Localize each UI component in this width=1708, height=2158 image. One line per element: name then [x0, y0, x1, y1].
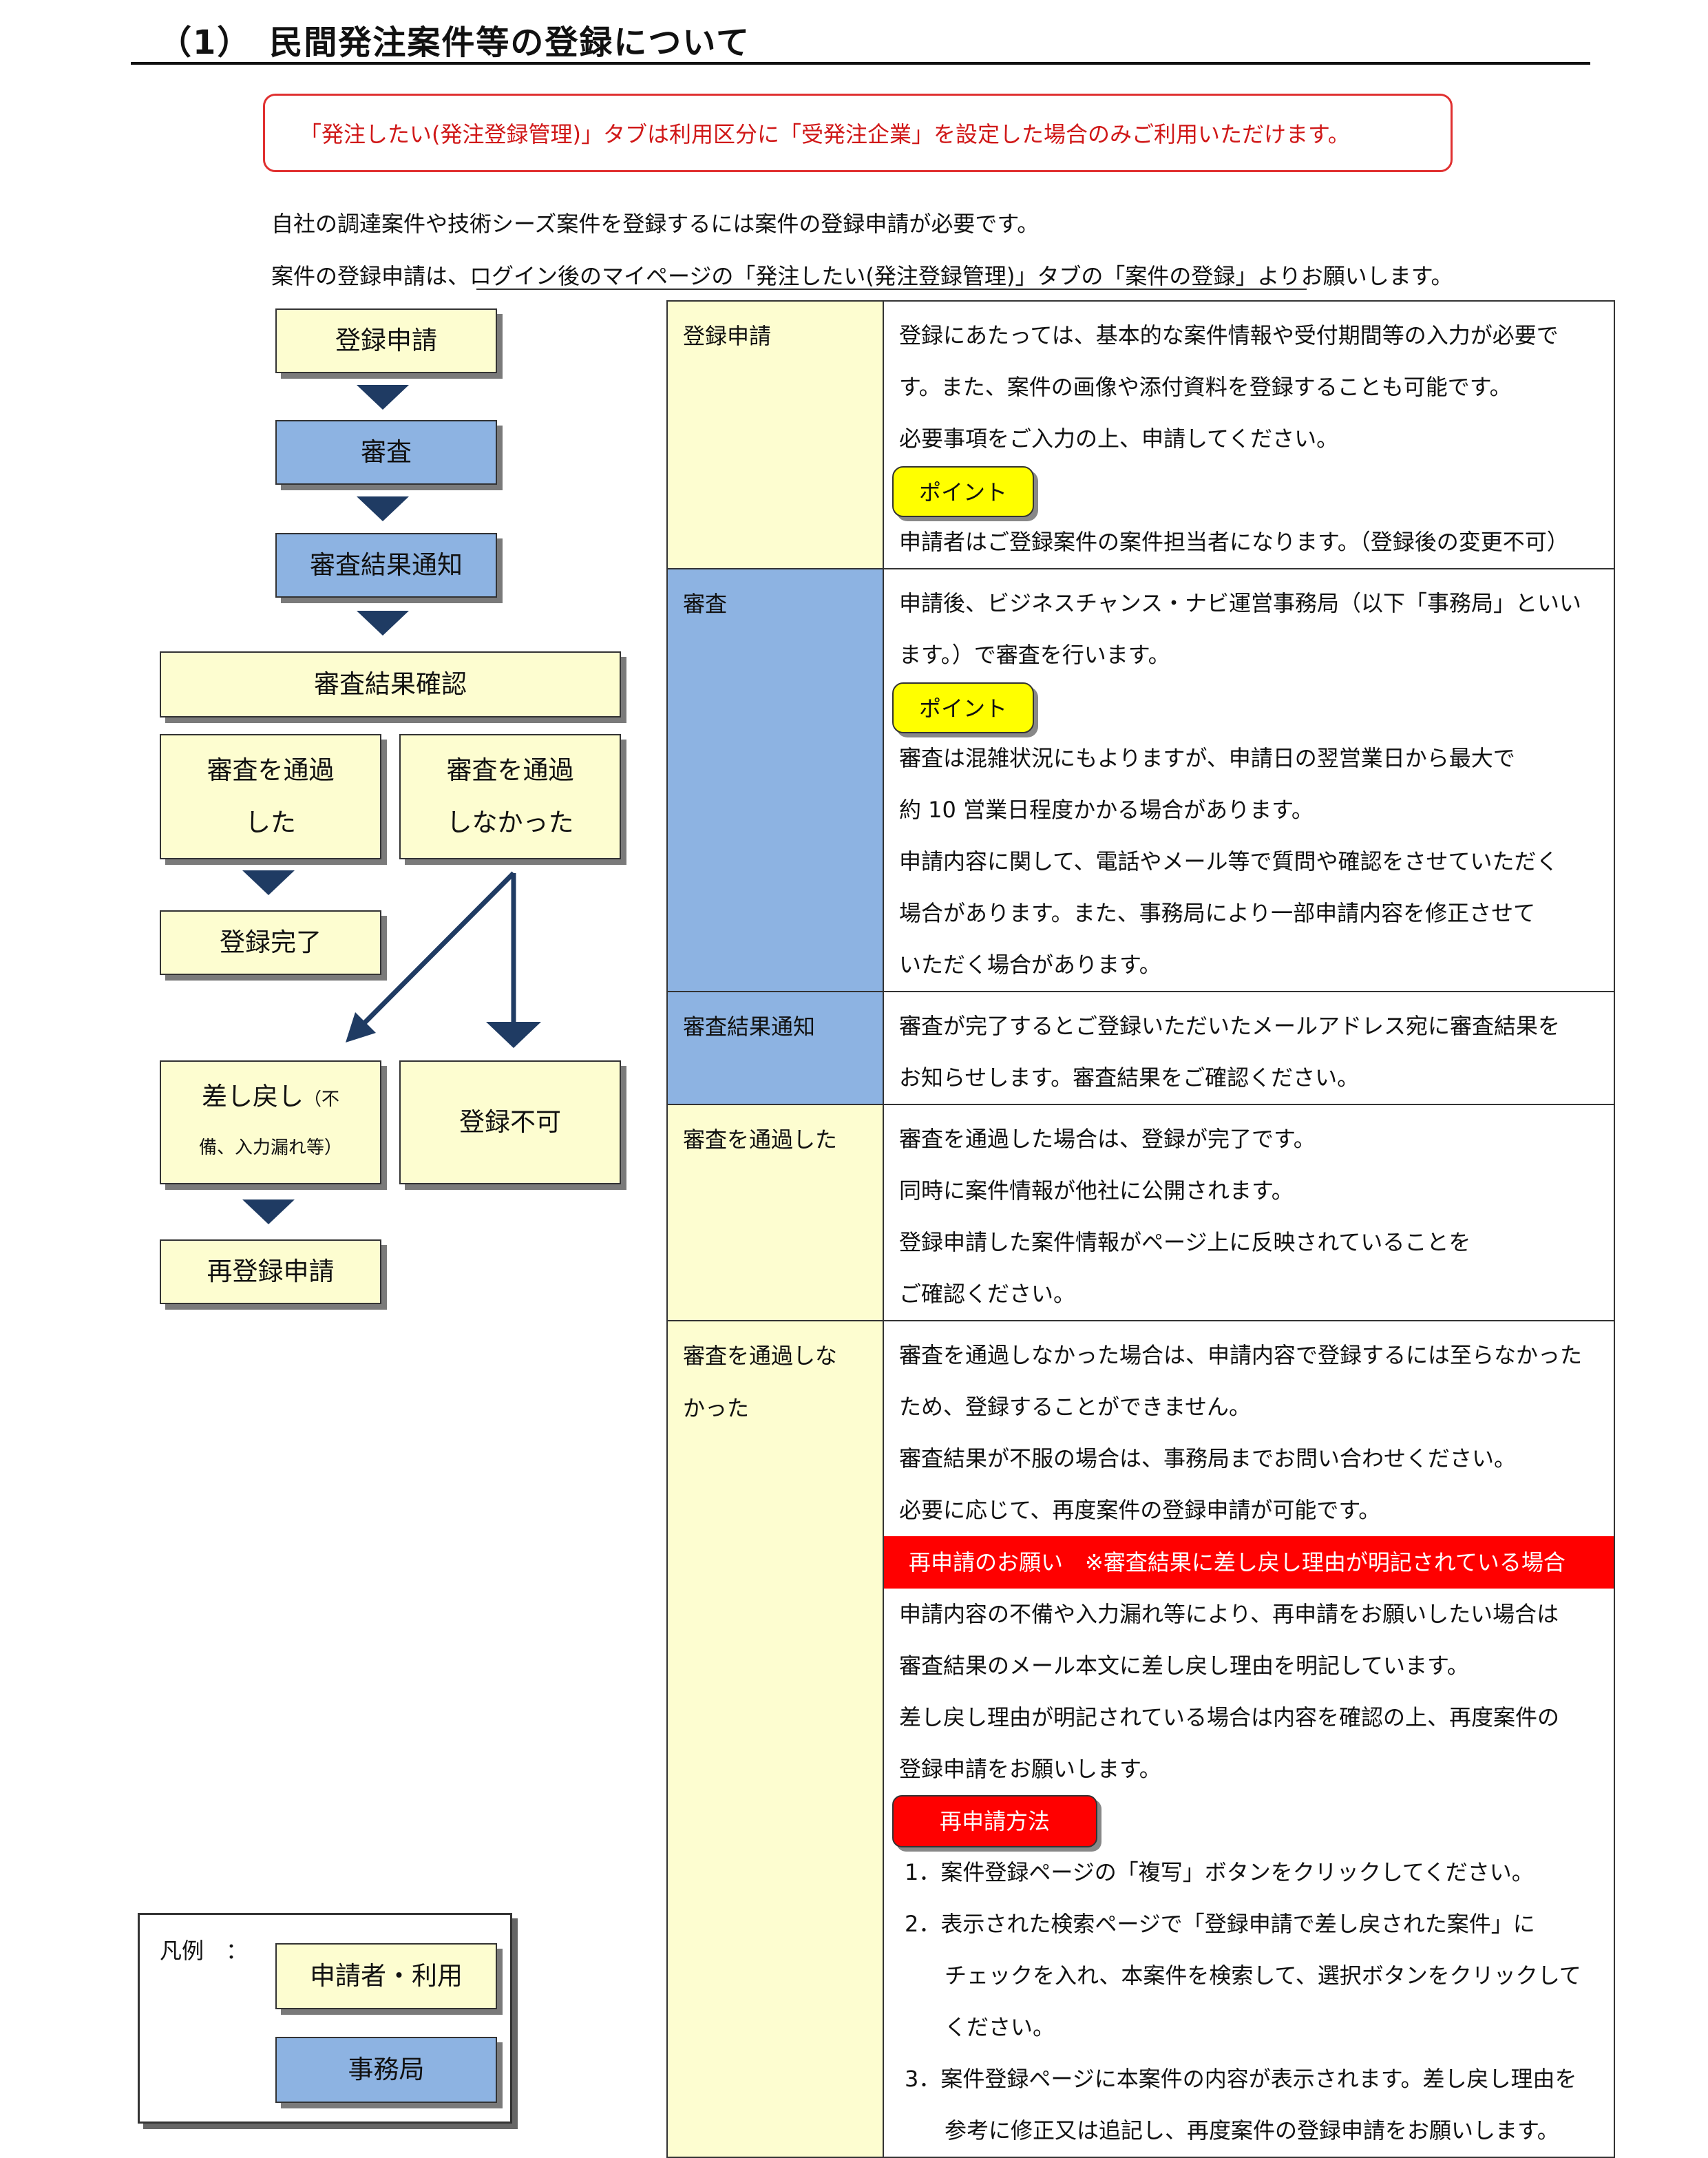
flow-arrow-down-icon — [242, 1200, 295, 1224]
flow-returned-label: 差し戻し — [201, 1082, 304, 1111]
row-content-failed: 審査を通過しなかった場合は、申請内容で登録するには至らなかった ため、登録するこ… — [883, 1320, 1615, 2158]
text-line: お知らせします。審査結果をご確認ください。 — [899, 1065, 1360, 1091]
flow-passed-box: 審査を通過 した — [160, 734, 381, 859]
table-row: 審査を通過した 審査を通過した場合は、登録が完了です。 同時に案件情報が他社に公… — [666, 1104, 1615, 1321]
notice-box: 「発注したい(発注登録管理)」タブは利用区分に「受発注企業」を設定した場合のみご… — [263, 94, 1453, 172]
text-line: 登録申請した案件情報がページ上に反映されていることを — [899, 1229, 1471, 1255]
text-line: 差し戻し理由が明記されている場合は内容を確認の上、再度案件の — [899, 1704, 1560, 1730]
flow-returned-box: 差し戻し（不 備、入力漏れ等） — [160, 1060, 381, 1184]
text-line: 審査を通過しなかった場合は、申請内容で登録するには至らなかった — [899, 1342, 1583, 1368]
text-line: 申請後、ビジネスチャンス・ナビ運営事務局（以下「事務局」といい — [899, 590, 1582, 616]
row-label-apply: 登録申請 — [666, 300, 884, 569]
table-row: 審査を通過しな かった 審査を通過しなかった場合は、申請内容で登録するには至らな… — [666, 1320, 1615, 2158]
intro-underline — [476, 289, 1307, 290]
row-label-review: 審査 — [666, 568, 884, 992]
flow-branch-arrows-icon — [346, 871, 541, 1048]
text-line: いただく場合があります。 — [899, 952, 1161, 978]
flow-complete-box: 登録完了 — [160, 910, 381, 975]
flow-failed-box: 審査を通過 しなかった — [399, 734, 621, 859]
process-table: 登録申請 登録にあたっては、基本的な案件情報や受付期間等の入力が必要で す。また… — [666, 300, 1615, 2158]
flow-arrow-down-icon — [242, 870, 295, 895]
flow-returned-note-1: （不 — [303, 1089, 339, 1110]
text-line: 申請者はご登録案件の案件担当者になります。（登録後の変更不可） — [899, 529, 1569, 555]
text-line: す。また、案件の画像や添付資料を登録することも可能です。 — [899, 374, 1512, 400]
legend-applicant-label: 申請者・利用 — [310, 1961, 463, 1991]
text-line: 同時に案件情報が他社に公開されます。 — [899, 1177, 1294, 1204]
flow-arrow-down-icon — [357, 611, 409, 636]
reapply-request-banner: 再申請のお願い ※審査結果に差し戻し理由が明記されている場合 — [884, 1536, 1614, 1589]
text-line: 審査結果のメール本文に差し戻し理由を明記しています。 — [899, 1653, 1469, 1679]
text-line: 審査が完了するとご登録いただいたメールアドレス宛に審査結果を — [899, 1013, 1561, 1039]
flow-confirm-label: 審査結果確認 — [314, 669, 467, 699]
row-label-failed-line1: 審査を通過しな — [683, 1343, 838, 1369]
flow-review-box: 審査 — [275, 420, 497, 485]
row-label-failed: 審査を通過しな かった — [666, 1320, 884, 2158]
step-1: 1．案件登録ページの「複写」ボタンをクリックしてください。 — [905, 1859, 1534, 1885]
row-label-notify: 審査結果通知 — [666, 991, 884, 1105]
row-content-notify: 審査が完了するとご登録いただいたメールアドレス宛に審査結果を お知らせします。審… — [883, 991, 1615, 1105]
table-row: 審査 申請後、ビジネスチャンス・ナビ運営事務局（以下「事務局」といい ます。）で… — [666, 568, 1615, 992]
flow-rejected-box: 登録不可 — [399, 1060, 621, 1184]
legend-applicant-swatch: 申請者・利用 — [275, 1943, 497, 2009]
intro-line-2: 案件の登録申請は、ログイン後のマイページの「発注したい(発注登録管理)」タブの「… — [271, 263, 1453, 289]
text-line: ご確認ください。 — [899, 1281, 1076, 1307]
text-line: 登録申請をお願いします。 — [899, 1756, 1161, 1782]
text-line: 登録にあたっては、基本的な案件情報や受付期間等の入力が必要で — [899, 322, 1559, 348]
flow-reapply-label: 再登録申請 — [207, 1257, 335, 1286]
table-row: 登録申請 登録にあたっては、基本的な案件情報や受付期間等の入力が必要で す。また… — [666, 300, 1615, 569]
point-badge: ポイント — [892, 682, 1034, 733]
flow-arrow-down-icon — [357, 385, 409, 410]
step-2-cont: チェックを入れ、本案件を検索して、選択ボタンをクリックして — [945, 1962, 1581, 1989]
text-line: ます。）で審査を行います。 — [899, 642, 1170, 668]
text-line: 約 10 営業日程度かかる場合があります。 — [899, 797, 1314, 823]
row-content-apply: 登録にあたっては、基本的な案件情報や受付期間等の入力が必要で す。また、案件の画… — [883, 300, 1615, 569]
flow-passed-line2: した — [245, 808, 296, 837]
row-content-passed: 審査を通過した場合は、登録が完了です。 同時に案件情報が他社に公開されます。 登… — [883, 1104, 1615, 1321]
flow-failed-line1: 審査を通過 — [446, 755, 574, 785]
notice-text: 「発注したい(発注登録管理)」タブは利用区分に「受発注企業」を設定した場合のみご… — [299, 121, 1350, 147]
flow-apply-label: 登録申請 — [335, 326, 437, 355]
point-badge: ポイント — [892, 466, 1034, 517]
legend-label: 凡例 ： — [160, 1938, 249, 1964]
flow-complete-label: 登録完了 — [220, 928, 321, 957]
text-line: 審査結果が不服の場合は、事務局までお問い合わせください。 — [899, 1445, 1517, 1471]
text-line: 審査を通過した場合は、登録が完了です。 — [899, 1126, 1316, 1152]
row-label-passed: 審査を通過した — [666, 1104, 884, 1321]
text-line: ため、登録することができません。 — [899, 1394, 1252, 1420]
text-line: 場合があります。また、事務局により一部申請内容を修正させて — [899, 900, 1536, 926]
flow-notify-label: 審査結果通知 — [310, 550, 463, 580]
text-line: 審査は混雑状況にもよりますが、申請日の翌営業日から最大で — [899, 745, 1515, 771]
row-label-failed-line2: かった — [683, 1395, 750, 1421]
flow-passed-line1: 審査を通過 — [207, 755, 335, 785]
row-content-review: 申請後、ビジネスチャンス・ナビ運営事務局（以下「事務局」といい ます。）で審査を… — [883, 568, 1615, 992]
step-2: 2．表示された検索ページで「登録申請で差し戻された案件」に — [905, 1911, 1535, 1937]
legend-office-label: 事務局 — [348, 2055, 425, 2084]
flow-review-label: 審査 — [361, 437, 412, 467]
flow-returned-note-2: 備、入力漏れ等） — [198, 1138, 342, 1158]
step-2-cont: ください。 — [945, 2014, 1055, 2040]
text-line: 申請内容の不備や入力漏れ等により、再申請をお願いしたい場合は — [899, 1601, 1559, 1627]
legend-office-swatch: 事務局 — [275, 2037, 497, 2103]
flow-rejected-label: 登録不可 — [459, 1107, 561, 1137]
flow-confirm-box: 審査結果確認 — [160, 651, 621, 717]
flow-failed-line2: しなかった — [446, 808, 574, 837]
intro-line-1: 自社の調達案件や技術シーズ案件を登録するには案件の登録申請が必要です。 — [271, 211, 1040, 237]
flow-apply-box: 登録申請 — [275, 308, 497, 373]
flow-reapply-box: 再登録申請 — [160, 1239, 381, 1304]
text-line: 必要事項をご入力の上、申請してください。 — [899, 426, 1339, 452]
text-line: 必要に応じて、再度案件の登録申請が可能です。 — [899, 1497, 1381, 1523]
reapply-method-badge: 再申請方法 — [892, 1795, 1097, 1847]
section-title: （1） 民間発注案件等の登録について — [158, 23, 750, 62]
table-row: 審査結果通知 審査が完了するとご登録いただいたメールアドレス宛に審査結果を お知… — [666, 991, 1615, 1105]
title-underline — [131, 62, 1590, 65]
flow-arrow-down-icon — [357, 496, 409, 521]
step-3: 3．案件登録ページに本案件の内容が表示されます。差し戻し理由を — [905, 2066, 1577, 2092]
text-line: 申請内容に関して、電話やメール等で質問や確認をさせていただく — [899, 848, 1559, 874]
flow-notify-box: 審査結果通知 — [275, 533, 497, 598]
